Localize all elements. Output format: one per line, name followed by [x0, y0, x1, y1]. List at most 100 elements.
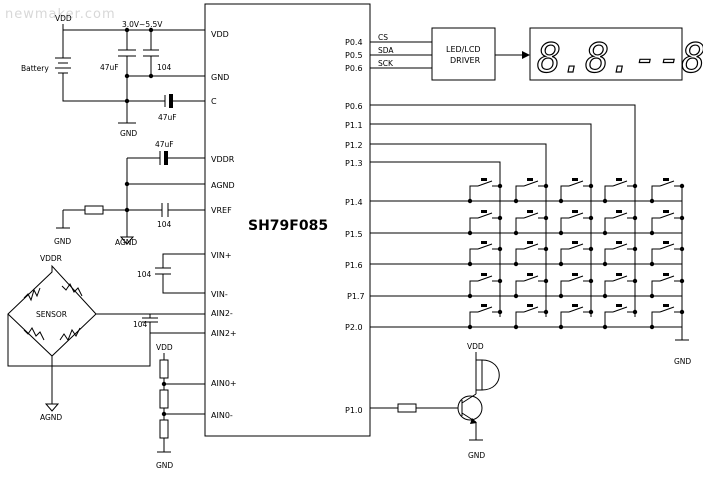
key-switch: [604, 275, 635, 296]
pin-label-p20: P2.0: [345, 323, 363, 332]
pin-label-vref: VREF: [211, 206, 232, 215]
junction-dot: [558, 261, 564, 267]
matrix-column-line: [370, 161, 501, 317]
pin-label-p17: P1.7: [347, 292, 365, 301]
cap-104-label-b: 104: [157, 220, 172, 229]
junction-dot: [588, 183, 594, 189]
junction-dot: [558, 324, 564, 330]
key-switch: [604, 180, 635, 201]
pin-label-p10: P1.0: [345, 406, 363, 415]
junction-dot: [679, 246, 685, 252]
gnd-label-d: GND: [468, 451, 485, 460]
key-switch: [515, 180, 546, 201]
key-switch-cap: [616, 241, 622, 244]
key-switch: [560, 180, 591, 201]
key-switch: [515, 243, 546, 264]
junction-dot: [467, 198, 473, 204]
pin-label-p13: P1.3: [345, 159, 363, 168]
junction-dot: [543, 309, 549, 315]
junction-dot: [649, 293, 655, 299]
junction-dot: [632, 183, 638, 189]
junction-dot: [543, 215, 549, 221]
buzzer-section: VDD GND: [370, 342, 500, 460]
junction-dot: [649, 230, 655, 236]
key-switch-cap: [527, 210, 533, 213]
key-switch: [604, 306, 635, 327]
junction-dot: [679, 183, 685, 189]
pin-label-p14: P1.4: [345, 198, 363, 207]
junction-dot: [632, 309, 638, 315]
driver-section: CS SDA SCK LED/LCD DRIVER 8.8.--8.: [370, 27, 703, 83]
vdd-label-top: VDD: [55, 14, 72, 23]
junction-dot: [632, 215, 638, 221]
pin-label-vdd: VDD: [211, 30, 229, 39]
junction-dot: [497, 309, 503, 315]
junction-dot: [558, 293, 564, 299]
key-switch: [604, 212, 635, 233]
pin-label-vin-minus: VIN-: [211, 290, 228, 299]
mcu-chip-body: [204, 3, 371, 437]
key-switch-cap: [616, 210, 622, 213]
key-switch-cap: [527, 273, 533, 276]
key-switch: [651, 180, 682, 201]
key-switch-cap: [527, 241, 533, 244]
cap-47uf-label-c: 47uF: [155, 140, 174, 149]
key-switch: [469, 212, 500, 233]
junction-dot: [513, 198, 519, 204]
key-switch-cap: [572, 241, 578, 244]
key-switch: [515, 275, 546, 296]
junction-dot: [588, 246, 594, 252]
pin-label-p11: P1.1: [345, 121, 363, 130]
key-switch: [560, 275, 591, 296]
pin-label-ain2-minus: AIN2-: [211, 309, 233, 318]
cap-104-label-c: 104: [137, 270, 152, 279]
sensor-bridge: VDDR SENSOR 104 AGND: [7, 254, 205, 422]
key-switch: [560, 243, 591, 264]
key-switch: [604, 243, 635, 264]
vdd-label-ain: VDD: [156, 343, 173, 352]
key-switch: [469, 306, 500, 327]
key-switch: [469, 243, 500, 264]
reference-section: 47uF 104 GND AGND: [54, 140, 205, 247]
junction-dot: [602, 261, 608, 267]
junction-dot: [467, 293, 473, 299]
junction-dot: [632, 278, 638, 284]
pin-label-c: C: [211, 97, 217, 106]
key-switch-cap: [663, 178, 669, 181]
key-switch: [469, 275, 500, 296]
key-switch-cap: [527, 178, 533, 181]
gnd-label-a: GND: [120, 129, 137, 138]
key-switch-cap: [527, 304, 533, 307]
key-switch: [515, 212, 546, 233]
matrix-column-line: [370, 104, 636, 317]
key-switch-cap: [616, 178, 622, 181]
pin-label-p04: P0.4: [345, 38, 363, 47]
key-switch-cap: [572, 304, 578, 307]
led-lcd-driver-box: [431, 27, 496, 81]
junction-dot: [467, 324, 473, 330]
matrix-gnd-line: [675, 185, 689, 341]
junction-dot: [588, 278, 594, 284]
pin-label-agnd: AGND: [211, 181, 235, 190]
bus-label-cs: CS: [378, 33, 388, 42]
key-switch-cap: [572, 210, 578, 213]
bus-label-sda: SDA: [378, 46, 394, 55]
key-switch-cap: [663, 241, 669, 244]
cap-47uf-label-a: 47uF: [100, 63, 119, 72]
battery-label: Battery: [21, 64, 49, 73]
junction-dot: [649, 261, 655, 267]
chip-name: SH79F085: [248, 218, 328, 234]
driver-label-line2: DRIVER: [450, 56, 481, 65]
pin-label-p16: P1.6: [345, 261, 363, 270]
junction-dot: [649, 324, 655, 330]
voltage-range-label: 3.0V~5.5V: [122, 20, 163, 29]
pin-label-ain0-minus: AIN0-: [211, 411, 233, 420]
bus-label-sck: SCK: [378, 59, 394, 68]
key-switch: [651, 275, 682, 296]
agnd-label-b: AGND: [40, 413, 62, 422]
driver-label-line1: LED/LCD: [446, 45, 481, 54]
junction-dot: [497, 246, 503, 252]
junction-dot: [543, 246, 549, 252]
